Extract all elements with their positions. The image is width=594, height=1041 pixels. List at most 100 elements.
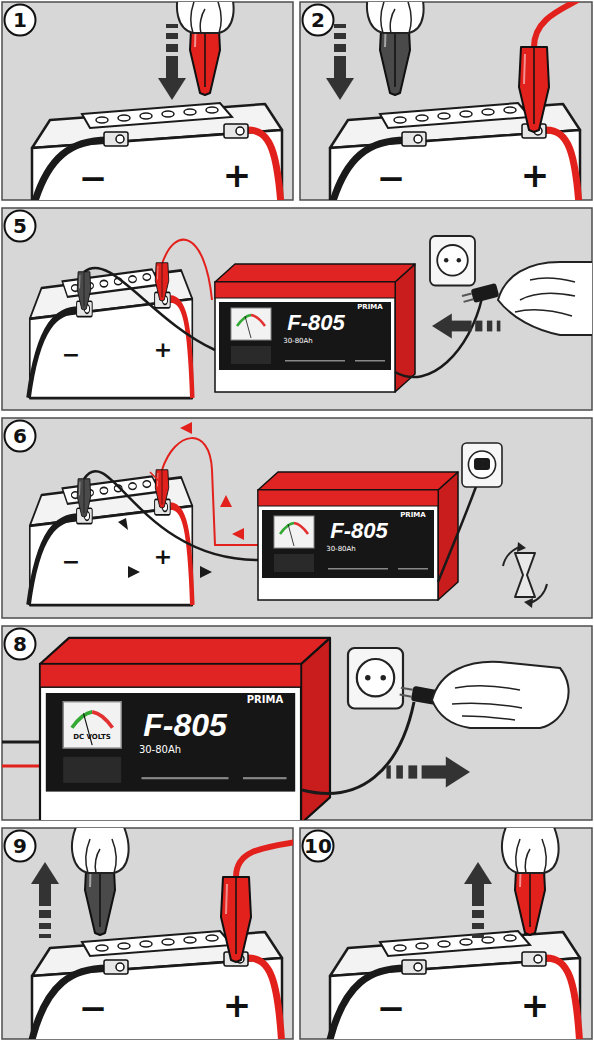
plug-pins — [400, 688, 413, 697]
glove-hand — [72, 828, 129, 873]
finger-lines — [452, 686, 522, 720]
polarity-sign: − — [377, 991, 406, 1025]
step-number: 8 — [3, 627, 37, 661]
hourglass — [515, 553, 535, 597]
polarity-sign: − — [62, 344, 80, 366]
red-cable — [236, 842, 293, 877]
wall-socket — [430, 236, 475, 286]
battery — [29, 476, 193, 605]
motion-arrow — [326, 24, 354, 100]
battery-charger — [40, 638, 330, 820]
red-clamp — [519, 47, 549, 132]
rotation-arrow — [517, 542, 526, 552]
current-arrow — [180, 422, 192, 434]
red-cable — [162, 240, 212, 300]
polarity-sign: + — [223, 988, 252, 1022]
meter-label: DC VOLTS — [73, 734, 111, 741]
step-number: 10 — [301, 829, 335, 863]
plug-body — [471, 283, 500, 303]
battery-charger — [215, 264, 415, 392]
step-illustration — [328, 828, 580, 1039]
polarity-sign: + — [521, 988, 550, 1022]
panel — [2, 418, 592, 618]
glove-hand — [498, 262, 592, 335]
step-illustration — [29, 422, 548, 608]
glove-hand — [367, 2, 424, 33]
step-illustration — [30, 828, 293, 1039]
finger-lines — [515, 278, 575, 316]
red-cable — [162, 438, 258, 545]
brand-label: PRIMA — [247, 695, 283, 705]
step-number-text: 8 — [3, 627, 37, 661]
black-cable — [2, 741, 44, 744]
glove-hand — [177, 2, 234, 33]
motion-arrow — [464, 862, 492, 938]
polarity-sign: − — [79, 161, 108, 195]
current-arrow — [128, 566, 140, 578]
step-number: 9 — [3, 829, 37, 863]
battery — [30, 103, 282, 200]
wall-socket — [348, 648, 403, 709]
glove-hand — [502, 828, 559, 873]
capacity-label: 30-80Ah — [139, 745, 181, 755]
capacity-label: 30-80Ah — [326, 546, 356, 553]
battery — [29, 269, 193, 398]
brand-label: PRIMA — [357, 304, 383, 311]
current-arrow — [220, 495, 232, 507]
polarity-sign: − — [79, 991, 108, 1025]
wall-socket — [462, 443, 502, 487]
step-illustration — [30, 2, 282, 200]
step-number: 2 — [301, 3, 335, 37]
mains-cable — [395, 298, 482, 377]
current-arrow — [150, 472, 160, 482]
step-number-text: 6 — [3, 419, 37, 453]
red-cable — [534, 2, 578, 47]
current-arrow — [118, 518, 128, 530]
current-arrow — [200, 566, 212, 578]
polarity-sign: + — [154, 339, 172, 361]
red-clamp — [155, 470, 169, 508]
polarity-sign: − — [377, 161, 406, 195]
black-clamp — [77, 272, 91, 310]
plug — [461, 283, 499, 306]
polarity-sign: − — [62, 551, 80, 573]
step-number-text: 10 — [301, 829, 335, 863]
motion-arrow — [432, 313, 500, 338]
brand-label: PRIMA — [400, 512, 426, 519]
capacity-label: 30-80Ah — [283, 338, 313, 345]
polarity-sign: + — [521, 158, 550, 192]
red-cable — [2, 765, 44, 768]
step-number: 5 — [3, 209, 37, 243]
step-illustration — [2, 638, 569, 820]
panel — [2, 208, 592, 410]
current-arrow — [232, 528, 244, 540]
battery-charger — [258, 472, 458, 600]
step-number-text: 9 — [3, 829, 37, 863]
motion-arrow — [158, 24, 186, 100]
motion-arrow — [31, 862, 59, 938]
plug-pins — [462, 293, 473, 301]
black-cable — [84, 268, 215, 350]
mains-cable — [302, 702, 414, 793]
red-clamp — [155, 263, 169, 301]
rotation-arrow — [524, 598, 533, 608]
plug — [474, 458, 490, 470]
motion-arrow — [386, 757, 470, 788]
battery — [328, 931, 580, 1039]
model-label: F-805 — [287, 312, 344, 334]
step-number-text: 1 — [3, 3, 37, 37]
polarity-sign: + — [154, 546, 172, 568]
red-clamp — [221, 877, 251, 962]
step-number: 1 — [3, 3, 37, 37]
glove-hand — [432, 662, 569, 728]
step-illustration — [29, 236, 593, 398]
polarity-sign: + — [223, 158, 252, 192]
model-label: F-805 — [143, 709, 227, 741]
black-clamp — [77, 479, 91, 517]
step-number-text: 5 — [3, 209, 37, 243]
step-illustration — [326, 2, 580, 200]
step-number: 6 — [3, 419, 37, 453]
step-number-text: 2 — [301, 3, 335, 37]
model-label: F-805 — [330, 520, 387, 542]
